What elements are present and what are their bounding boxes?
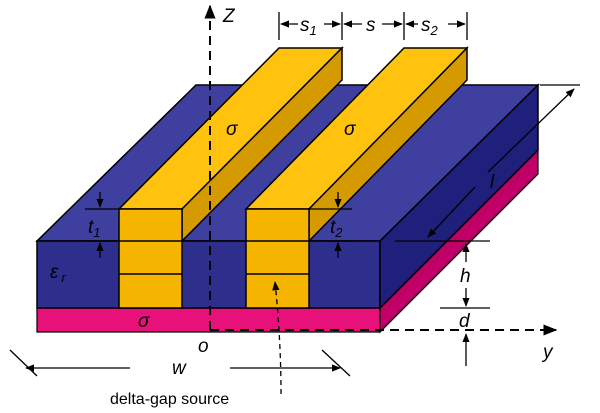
t2-dimension: t2 [309, 192, 352, 258]
source-pointer [272, 281, 282, 395]
substrate-right-face [379, 83, 539, 310]
s-label: s [366, 15, 376, 36]
z-axis-label: Z [222, 6, 236, 27]
width-label: w [172, 358, 187, 379]
strip-1 [117, 46, 344, 309]
delta-gap-source: delta-gap source [110, 281, 282, 408]
strip-1-front-face [118, 208, 183, 309]
ground-sigma-label: σ [138, 311, 151, 332]
s2-label: s2 [421, 15, 439, 38]
height-label: h [460, 266, 471, 287]
strip-2 [244, 46, 469, 309]
substrate-front-face [36, 240, 381, 309]
y-axis-label: y [541, 342, 554, 363]
t1-dimension: t1 [85, 192, 119, 258]
length-dimension: l [395, 84, 580, 242]
strip-1-sigma-label: σ [226, 119, 239, 140]
ground-front-face [36, 307, 381, 333]
spacing-dimensions: s1 s s2 [278, 12, 468, 40]
strip-2-sigma-label: σ [344, 119, 357, 140]
s1-label: s1 [300, 15, 317, 38]
t1-label: t1 [88, 217, 101, 240]
height-depth-dimension: h d [440, 243, 490, 366]
t2-label: t2 [330, 217, 343, 240]
source-label: delta-gap source [110, 391, 229, 408]
depth-label: d [459, 311, 471, 332]
width-dimension: w [9, 349, 351, 379]
length-label: l [490, 172, 495, 193]
strip-2-front-face [245, 208, 310, 309]
origin-label: o [198, 336, 209, 357]
